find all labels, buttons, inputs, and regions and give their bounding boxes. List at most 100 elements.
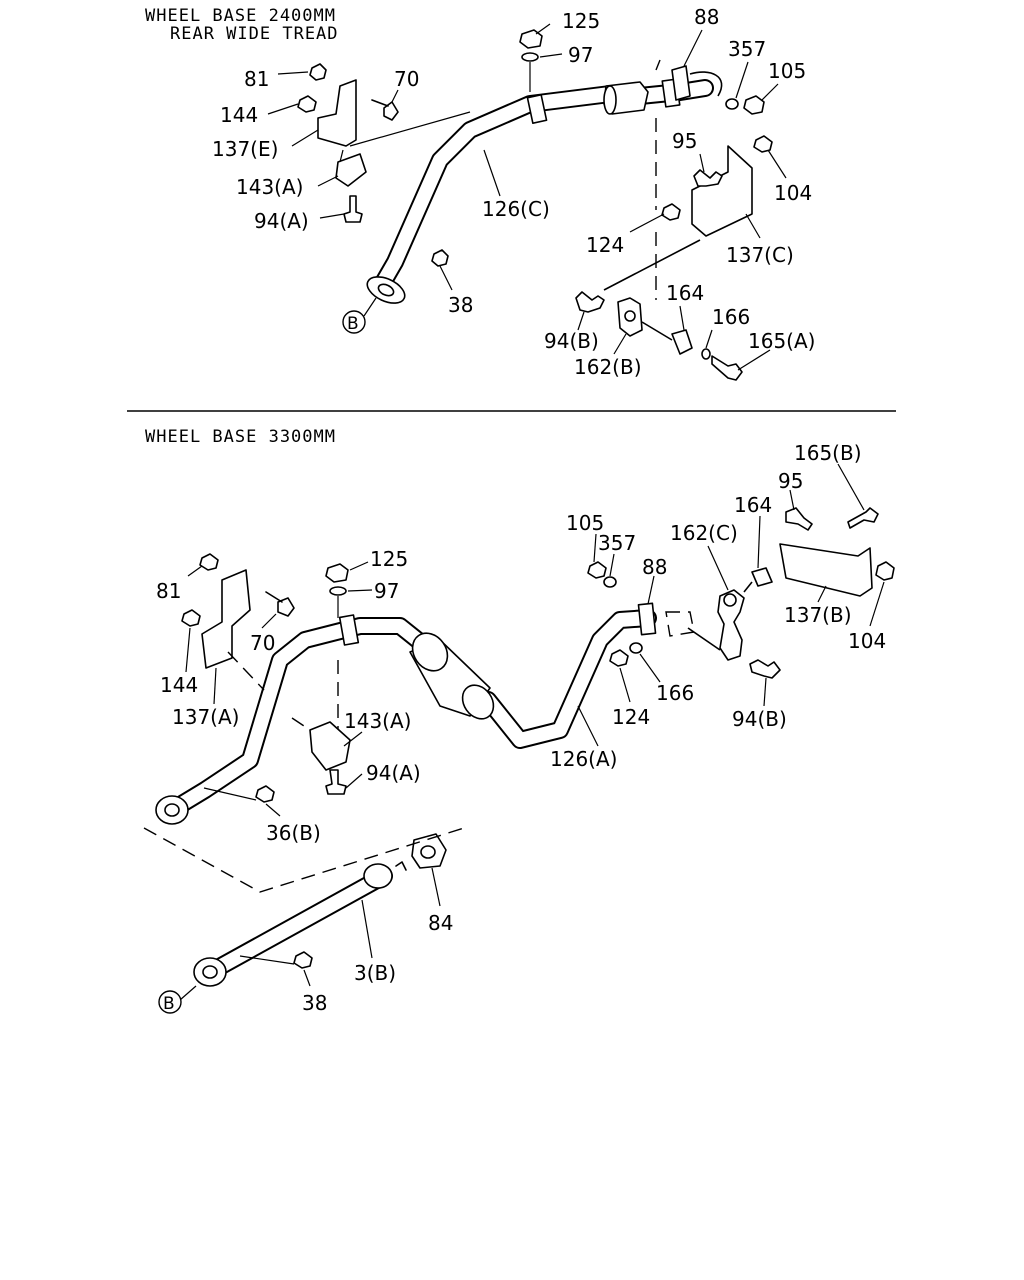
label-357: 357	[728, 37, 766, 61]
top-title-line1: WHEEL BASE 2400MM	[145, 6, 336, 26]
line-88-162c	[687, 627, 721, 651]
bolt-94b	[575, 291, 605, 313]
top-leaders	[267, 23, 787, 371]
lead-bracket-pipe	[349, 111, 471, 147]
label-166-b: 166	[656, 681, 694, 705]
label-144-b: 144	[160, 673, 198, 697]
clamp-88-b	[637, 602, 657, 636]
svg-text:B: B	[347, 314, 359, 334]
pipe-126a	[163, 609, 657, 819]
label-125: 125	[562, 9, 600, 33]
flange-3b-rear	[363, 863, 393, 889]
spacer-164	[671, 329, 693, 355]
nut-144-b	[181, 609, 201, 627]
catalyst-end	[603, 85, 617, 115]
label-137e: 137(E)	[212, 137, 278, 161]
top-section: WHEEL BASE 2400MM REAR WIDE TREAD	[145, 5, 815, 381]
label-126a: 126(A)	[550, 747, 617, 771]
line-162c-164	[743, 581, 753, 593]
rubber-hanger-143a-b	[309, 721, 351, 771]
label-97: 97	[568, 43, 593, 67]
muffler-outlet	[461, 684, 495, 720]
bracket-137b	[779, 543, 873, 597]
top-title-line2: REAR WIDE TREAD	[170, 24, 339, 44]
flange-36b-hole	[164, 803, 180, 817]
line-36b	[203, 787, 257, 801]
label-70-b: 70	[250, 631, 275, 655]
nut-81-b	[199, 553, 219, 571]
nut-81	[309, 63, 327, 81]
nut-38-b	[293, 951, 313, 969]
label-162b: 162(B)	[574, 355, 642, 379]
label-137c: 137(C)	[726, 243, 794, 267]
label-165b: 165(B)	[794, 441, 862, 465]
ref-b-top: B	[342, 310, 366, 334]
dash-137a	[227, 651, 265, 691]
nut-104-b	[875, 561, 895, 581]
label-88-b: 88	[642, 555, 667, 579]
label-166: 166	[712, 305, 750, 329]
label-94b-b: 94(B)	[732, 707, 787, 731]
bracket-137a	[201, 569, 251, 669]
label-88: 88	[694, 5, 719, 29]
bolt-94a	[343, 195, 363, 223]
dash-connector-bottom	[143, 827, 465, 893]
nut-105-b	[587, 561, 607, 579]
nut-125	[519, 29, 543, 49]
bolt-165a	[711, 355, 743, 381]
bottom-title: WHEEL BASE 3300MM	[145, 427, 336, 447]
label-94a: 94(A)	[254, 209, 309, 233]
nut-36b	[255, 785, 275, 803]
hanger-162c-hole	[723, 593, 737, 607]
label-3b: 3(B)	[354, 961, 396, 985]
muffler-inlet	[411, 632, 449, 672]
line-162b-164	[641, 321, 673, 341]
washer-166	[701, 348, 711, 360]
dash-143a-left	[291, 717, 305, 727]
washer-357-b	[603, 576, 617, 588]
label-162c: 162(C)	[670, 521, 738, 545]
clamp-88	[671, 65, 691, 101]
dash-88	[655, 59, 661, 71]
washer-97-b	[329, 586, 347, 596]
lead-143a	[339, 149, 344, 163]
bracket-137e	[317, 79, 357, 147]
label-84: 84	[428, 911, 453, 935]
washer-166-b	[629, 642, 643, 654]
nut-144	[297, 95, 317, 113]
label-126c: 126(C)	[482, 197, 550, 221]
pipe-3b	[205, 867, 393, 979]
bolt-94a-b	[325, 769, 347, 795]
label-38-b: 38	[302, 991, 327, 1015]
nut-125-b	[325, 563, 349, 583]
label-104: 104	[774, 181, 812, 205]
bolt-95-b	[785, 507, 813, 531]
label-70: 70	[394, 67, 419, 91]
label-81-b: 81	[156, 579, 181, 603]
label-94b: 94(B)	[544, 329, 599, 353]
nut-124	[661, 203, 681, 221]
label-125-b: 125	[370, 547, 408, 571]
bottom-section: WHEEL BASE 3300MM	[143, 427, 895, 1015]
label-143a-b: 143(A)	[344, 709, 411, 733]
dash-88-b	[665, 611, 695, 637]
label-95-b: 95	[778, 469, 803, 493]
label-36b: 36(B)	[266, 821, 321, 845]
washer-357	[725, 98, 739, 110]
svg-text:B: B	[163, 994, 175, 1014]
bolt-70-b	[265, 591, 295, 617]
label-165a: 165(A)	[748, 329, 815, 353]
gasket-84-hole	[420, 845, 436, 859]
label-137b: 137(B)	[784, 603, 852, 627]
label-137a: 137(A)	[172, 705, 239, 729]
label-95: 95	[672, 129, 697, 153]
bolt-70	[371, 99, 399, 121]
label-104-b: 104	[848, 629, 886, 653]
bolt-95	[693, 169, 723, 187]
label-143a: 143(A)	[236, 175, 303, 199]
clamp-88-strap	[689, 71, 723, 97]
label-38: 38	[448, 293, 473, 317]
washer-97	[521, 52, 539, 62]
nut-124-b	[609, 649, 629, 667]
